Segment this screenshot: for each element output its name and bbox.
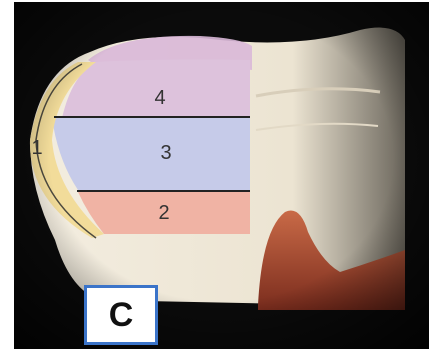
layer-label-4: 4: [154, 87, 165, 109]
panel-label: C: [109, 298, 134, 332]
panel-label-box: C: [84, 285, 158, 345]
vignette-overlay: [14, 2, 429, 349]
layer-label-2: 2: [158, 202, 169, 224]
layer-label-1: 1: [31, 137, 42, 159]
layer-label-3: 3: [160, 142, 171, 164]
